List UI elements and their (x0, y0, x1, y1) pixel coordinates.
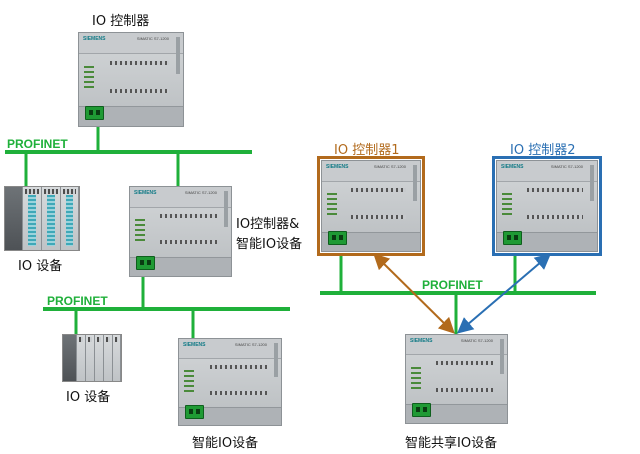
ethernet-port-icon (412, 402, 431, 417)
io-controller-top-plc: SIEMENS SIMATIC S7-1200 (78, 32, 184, 127)
device-model: SIMATIC S7-1200 (234, 342, 267, 347)
device-brand: SIEMENS (410, 338, 433, 344)
device-brand: SIEMENS (83, 36, 106, 42)
device-brand: SIEMENS (326, 164, 349, 170)
profinet-label-1: PROFINET (7, 137, 68, 151)
shared-idevice-label: 智能共享IO设备 (405, 436, 498, 451)
device-model: SIMATIC S7-1200 (550, 164, 583, 169)
arrow-controller2-shared (456, 253, 552, 334)
idevice-plc: SIEMENS SIMATIC S7-1200 (178, 338, 282, 426)
arrow-controller1-shared (373, 253, 455, 334)
ethernet-port-icon (5, 187, 16, 195)
device-model: SIMATIC S7-1200 (136, 36, 169, 41)
io-controller-2-plc: SIEMENS SIMATIC S7-1200 (496, 160, 598, 252)
ethernet-port-icon (136, 255, 155, 270)
device-model: SIMATIC S7-1200 (460, 338, 493, 343)
io-controller-2-label: IO 控制器2 (510, 143, 576, 158)
idevice-label: 智能IO设备 (192, 436, 259, 451)
controller-idevice-plc: SIEMENS SIMATIC S7-1200 (129, 186, 232, 277)
controller-idevice-label-line2: 智能IO设备 (236, 237, 303, 252)
device-model: SIMATIC S7-1200 (373, 164, 406, 169)
profinet-label-3: PROFINET (422, 278, 483, 292)
device-model: SIMATIC S7-1200 (184, 190, 217, 195)
device-brand: SIEMENS (501, 164, 524, 170)
io-controller-1-plc: SIEMENS SIMATIC S7-1200 (321, 160, 421, 252)
device-brand: SIEMENS (183, 342, 206, 348)
io-controller-1-label: IO 控制器1 (334, 143, 400, 158)
io-device-1-rack (4, 186, 80, 251)
io-controller-1-frame: SIEMENS SIMATIC S7-1200 (317, 156, 425, 256)
profinet-label-2: PROFINET (47, 294, 108, 308)
device-brand: SIEMENS (134, 190, 157, 196)
io-device-2-label: IO 设备 (66, 390, 111, 405)
ethernet-port-icon (185, 404, 204, 419)
io-device-1-label: IO 设备 (18, 259, 63, 274)
controller-idevice-label-line1: IO控制器& (236, 217, 300, 232)
ethernet-port-icon (63, 335, 73, 343)
ethernet-port-icon (503, 230, 522, 245)
io-controller-top-label: IO 控制器 (92, 14, 150, 29)
shared-idevice-plc: SIEMENS SIMATIC S7-1200 (405, 334, 508, 424)
ethernet-port-icon (328, 230, 347, 245)
io-controller-2-frame: SIEMENS SIMATIC S7-1200 (492, 156, 602, 256)
io-device-2-rack (62, 334, 122, 382)
ethernet-port-icon (85, 105, 104, 120)
